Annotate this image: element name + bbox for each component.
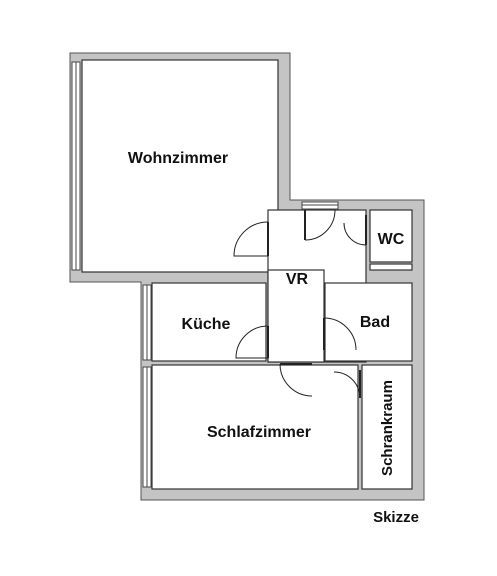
room-wohnzimmer bbox=[81, 59, 279, 273]
label-vr: VR bbox=[286, 271, 309, 288]
room-kueche bbox=[151, 282, 267, 362]
room-schrankraum bbox=[361, 364, 413, 490]
label-schrankraum: Schrankraum bbox=[379, 380, 396, 476]
label-kueche: Küche bbox=[182, 316, 231, 333]
room-wc bbox=[369, 209, 413, 263]
caption-skizze: Skizze bbox=[373, 509, 419, 526]
label-bad: Bad bbox=[360, 314, 390, 331]
room-schlafzimmer bbox=[151, 364, 359, 490]
room-vr-corridor bbox=[267, 269, 325, 363]
label-wc: WC bbox=[378, 231, 405, 248]
wc-bottom-strip bbox=[369, 263, 413, 271]
label-schlafzimmer: Schlafzimmer bbox=[207, 424, 311, 441]
windows bbox=[71, 61, 339, 488]
doors bbox=[233, 209, 367, 399]
room-shapes bbox=[81, 59, 413, 490]
label-wohnzimmer: Wohnzimmer bbox=[128, 150, 228, 167]
